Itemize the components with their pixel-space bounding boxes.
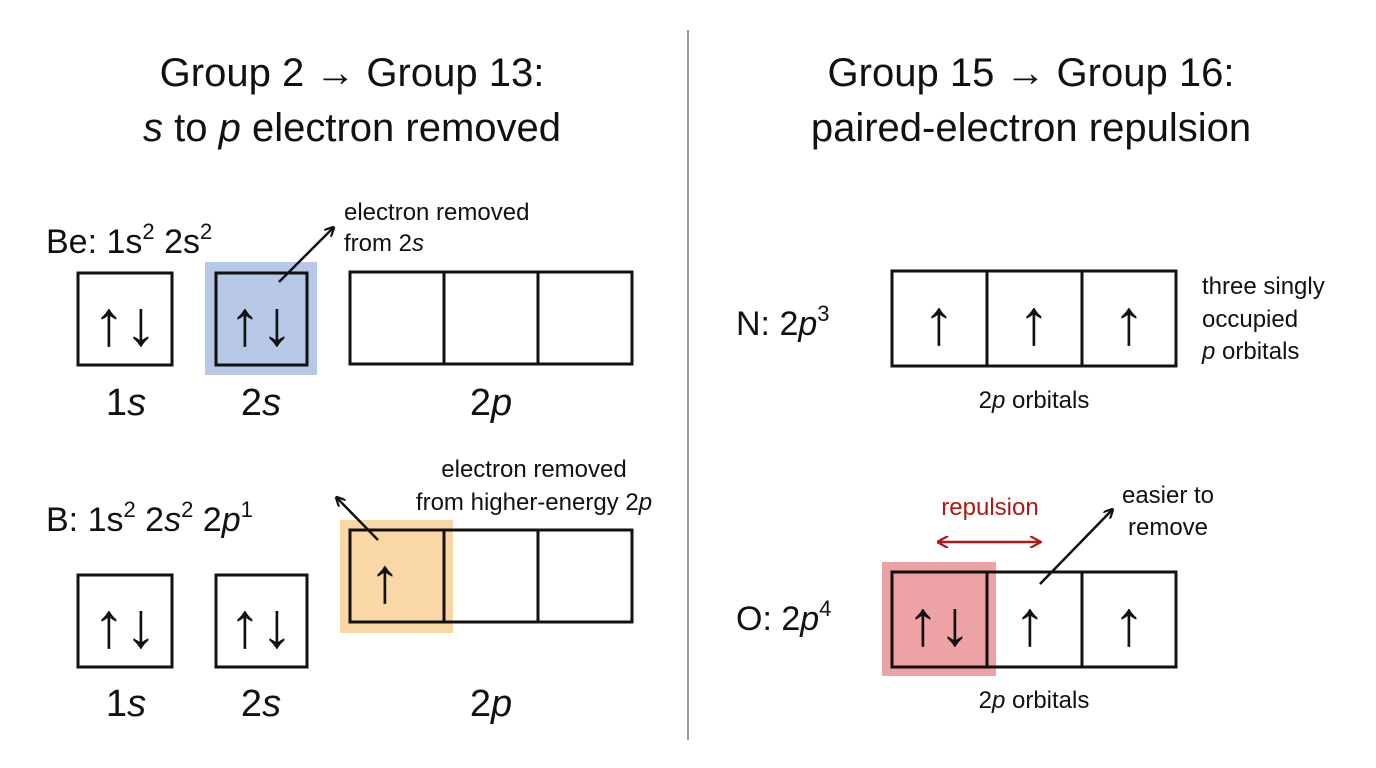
b-2p-electrons-1: ↑ xyxy=(369,544,401,616)
b-configuration: B: 1s2 2s2 2p1 xyxy=(46,497,253,539)
boron-section: B: 1s2 2s2 2p1 electron removed from hig… xyxy=(46,456,652,725)
n-2p-electrons-1: ↑ xyxy=(923,286,955,358)
b-2s-electrons: ↑↓ xyxy=(229,589,293,661)
n-orbital-label: 2p orbitals xyxy=(979,387,1090,414)
o-2p-highlight xyxy=(882,562,996,676)
o-2p-electrons-2: ↑ xyxy=(1014,587,1046,659)
b-removal-note-line2: from higher-energy 2p xyxy=(416,489,652,516)
b-2p-highlight xyxy=(340,520,453,633)
n-note-line2: occupied xyxy=(1202,306,1298,333)
be-removal-arrow xyxy=(278,228,333,283)
be-removal-note-line1: electron removed xyxy=(344,199,529,226)
n-configuration: N: 2p3 xyxy=(736,301,830,343)
b-2p-orbital-box-3 xyxy=(536,528,634,624)
o-note-line1: easier to xyxy=(1122,482,1214,509)
be-2s-orbital-box xyxy=(214,271,309,367)
b-1s-electrons: ↑↓ xyxy=(93,589,157,661)
b-2s-orbital-box xyxy=(214,573,309,669)
n-2p-electrons-3: ↑ xyxy=(1113,286,1145,358)
o-removal-arrow xyxy=(1039,510,1112,585)
right-title-line1: Group 15 → Group 16: xyxy=(828,51,1235,95)
be-2p-orbital-box-3 xyxy=(536,270,634,366)
oxygen-section: repulsion easier to remove O: 2p4 ↑↓ ↑ ↑… xyxy=(736,482,1214,714)
be-2p-orbital-box-1 xyxy=(348,270,446,366)
n-2p-orbital-box-3 xyxy=(1080,269,1178,368)
be-2s-label: 2s xyxy=(241,382,281,424)
beryllium-section: Be: 1s2 2s2 electron removed from 2s ↑↓ … xyxy=(46,199,634,424)
o-repulsion-label: repulsion xyxy=(941,494,1038,521)
be-1s-label: 1s xyxy=(106,382,146,424)
left-title-line1: Group 2 → Group 13: xyxy=(160,51,545,95)
b-1s-label: 1s xyxy=(106,683,146,725)
nitrogen-section: N: 2p3 ↑ ↑ ↑ three singly occupied p orb… xyxy=(736,269,1325,414)
be-2p-label: 2p xyxy=(470,382,512,424)
be-1s-electrons: ↑↓ xyxy=(93,287,157,359)
left-title-line2: s to p electron removed xyxy=(143,106,561,150)
n-2p-electrons-2: ↑ xyxy=(1018,286,1050,358)
right-panel: Group 15 → Group 16: paired-electron rep… xyxy=(736,51,1325,714)
o-orbital-label: 2p orbitals xyxy=(979,687,1090,714)
b-1s-orbital-box xyxy=(76,573,174,669)
o-note-line2: remove xyxy=(1128,514,1208,541)
o-2p-electrons-3: ↑ xyxy=(1113,587,1145,659)
o-configuration: O: 2p4 xyxy=(736,596,831,638)
b-2p-label: 2p xyxy=(470,683,512,725)
b-2p-orbital-box-2 xyxy=(442,528,540,624)
o-2p-orbital-box-3 xyxy=(1080,570,1178,669)
right-title-line2: paired-electron repulsion xyxy=(811,106,1251,150)
be-1s-orbital-box xyxy=(76,271,174,367)
be-2s-highlight xyxy=(205,262,317,375)
be-2s-electrons: ↑↓ xyxy=(229,287,293,359)
be-2p-orbital-box-2 xyxy=(442,270,540,366)
b-removal-note-line1: electron removed xyxy=(441,456,626,483)
n-note-line1: three singly xyxy=(1202,273,1325,300)
b-removal-arrow xyxy=(337,498,379,541)
b-2s-label: 2s xyxy=(241,683,281,725)
o-2p-electrons-1: ↑↓ xyxy=(907,587,971,659)
be-configuration: Be: 1s2 2s2 xyxy=(46,219,212,261)
left-panel: Group 2 → Group 13: s to p electron remo… xyxy=(46,51,652,725)
n-note-line3: p orbitals xyxy=(1201,338,1299,365)
be-removal-note-line2: from 2s xyxy=(344,230,424,257)
